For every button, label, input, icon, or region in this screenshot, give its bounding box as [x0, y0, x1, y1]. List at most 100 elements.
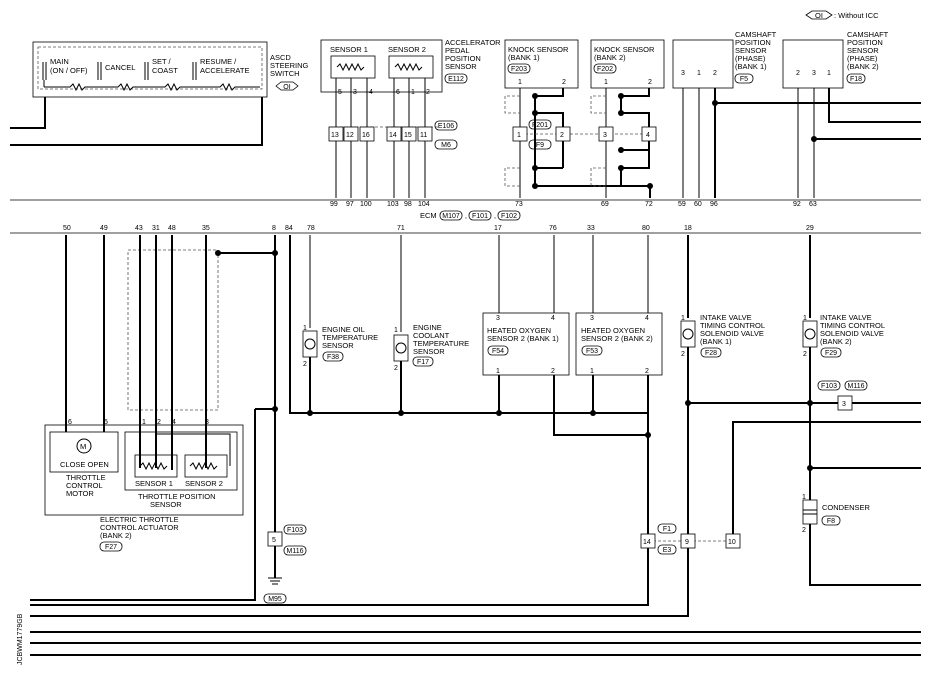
svg-text:F29: F29 — [825, 350, 837, 357]
svg-text:INTAKE VALVE: INTAKE VALVE — [820, 313, 872, 322]
svg-text:103: 103 — [387, 201, 399, 208]
svg-text:1: 1 — [303, 325, 307, 332]
switch-resume-accelerate: RESUME / ACCELERATE — [192, 57, 249, 80]
camshaft-wiring — [682, 88, 921, 198]
svg-text:F203: F203 — [511, 66, 527, 73]
svg-text:35: 35 — [202, 225, 210, 232]
svg-text:5: 5 — [104, 419, 108, 426]
svg-text:4: 4 — [646, 132, 650, 139]
svg-text:8: 8 — [272, 225, 276, 232]
svg-text:2: 2 — [713, 70, 717, 77]
svg-text:14: 14 — [643, 539, 651, 546]
svg-text:RESUME /: RESUME / — [200, 57, 237, 66]
svg-text:3: 3 — [496, 315, 500, 322]
ascd-steering-switch: MAIN (ON / OFF) CANCEL SET / COAST RESUM… — [32, 41, 309, 98]
svg-text:29: 29 — [806, 225, 814, 232]
svg-text:2: 2 — [562, 79, 566, 86]
svg-text:(BANK 2): (BANK 2) — [820, 337, 852, 346]
svg-text:SENSOR 2: SENSOR 2 — [185, 479, 223, 488]
svg-text:F103: F103 — [287, 527, 303, 534]
svg-text:M95: M95 — [268, 596, 282, 603]
svg-text:17: 17 — [494, 225, 502, 232]
svg-text:TEMPERATURE: TEMPERATURE — [322, 333, 378, 342]
svg-text:2: 2 — [803, 351, 807, 358]
svg-text:THROTTLE POSITION: THROTTLE POSITION — [138, 492, 216, 501]
svg-text:OI: OI — [283, 84, 290, 91]
svg-text:M116: M116 — [848, 383, 865, 390]
svg-text:E106: E106 — [438, 123, 454, 130]
svg-text:CLOSE OPEN: CLOSE OPEN — [60, 460, 109, 469]
camshaft-sensor-bank2: 2 3 1 CAMSHAFT POSITION SENSOR (PHASE) (… — [782, 30, 889, 89]
ecm-top-pins: 99 97 100 103 98 104 73 69 72 59 60 96 9… — [330, 201, 817, 208]
svg-text:43: 43 — [135, 225, 143, 232]
svg-text:2: 2 — [681, 351, 685, 358]
svg-text:1: 1 — [142, 419, 146, 426]
svg-text:60: 60 — [694, 201, 702, 208]
svg-text:1: 1 — [517, 132, 521, 139]
svg-text:ENGINE: ENGINE — [413, 323, 442, 332]
svg-text:(PHASE): (PHASE) — [735, 54, 766, 63]
svg-text:4: 4 — [172, 419, 176, 426]
solenoid-icon — [804, 328, 816, 340]
svg-text:(BANK 1): (BANK 1) — [735, 62, 767, 71]
svg-text:104: 104 — [418, 201, 430, 208]
svg-text:(BANK 1): (BANK 1) — [508, 53, 540, 62]
svg-text:5: 5 — [272, 537, 276, 544]
svg-text:18: 18 — [684, 225, 692, 232]
svg-text:69: 69 — [601, 201, 609, 208]
switch-cancel: CANCEL — [97, 62, 135, 80]
engine-oil-temperature-sensor: 1 2 ENGINE OIL TEMPERATURE SENSOR F38 — [302, 235, 378, 416]
svg-text:3: 3 — [842, 401, 846, 408]
svg-text:2: 2 — [645, 368, 649, 375]
svg-text:(BANK 2): (BANK 2) — [594, 53, 626, 62]
accelerator-pedal-position-sensor: SENSOR 1 SENSOR 2 5 3 4 6 1 2 ACCELERATO… — [320, 38, 501, 96]
engine-coolant-temperature-sensor: 1 2 ENGINE COOLANT TEMPERATURE SENSOR F1… — [393, 235, 469, 416]
svg-text:F101: F101 — [472, 213, 488, 220]
svg-text:F1: F1 — [663, 526, 671, 533]
svg-text:ASCD: ASCD — [270, 53, 291, 62]
svg-text:2: 2 — [157, 419, 161, 426]
svg-text:(BANK 1): (BANK 1) — [700, 337, 732, 346]
svg-text:E112: E112 — [448, 76, 464, 83]
svg-text:F28: F28 — [705, 350, 717, 357]
svg-text:(ON / OFF): (ON / OFF) — [50, 66, 88, 75]
svg-text:COOLANT: COOLANT — [413, 331, 450, 340]
camshaft-sensor-bank1: 3 1 2 CAMSHAFT POSITION SENSOR (PHASE) (… — [672, 30, 777, 89]
svg-text:84: 84 — [285, 225, 293, 232]
svg-text:1: 1 — [802, 494, 806, 501]
svg-text:F27: F27 — [105, 544, 117, 551]
svg-text:F18: F18 — [850, 76, 862, 83]
svg-text:SOLENOID VALVE: SOLENOID VALVE — [820, 329, 884, 338]
ecm-label: ECM M107 , F101 , F102 — [420, 210, 521, 221]
svg-text:2: 2 — [394, 365, 398, 372]
svg-text:5: 5 — [338, 89, 342, 96]
svg-text:99: 99 — [330, 201, 338, 208]
legend-text: : Without ICC — [834, 11, 879, 20]
joint-connector-bottom: 14 9 10 F1 E3 — [30, 421, 921, 617]
svg-text:13: 13 — [331, 132, 339, 139]
svg-text:92: 92 — [793, 201, 801, 208]
svg-text:3: 3 — [353, 89, 357, 96]
svg-text:1: 1 — [681, 315, 685, 322]
svg-text:2: 2 — [560, 132, 564, 139]
svg-text:CAMSHAFT: CAMSHAFT — [735, 30, 777, 39]
svg-text:KNOCK SENSOR: KNOCK SENSOR — [594, 45, 655, 54]
svg-text:MOTOR: MOTOR — [66, 489, 94, 498]
svg-text:96: 96 — [710, 201, 718, 208]
svg-text:TIMING CONTROL: TIMING CONTROL — [700, 321, 765, 330]
svg-text:M: M — [80, 442, 86, 451]
svg-text:CONTROL ACTUATOR: CONTROL ACTUATOR — [100, 523, 179, 532]
svg-text:THROTTLE: THROTTLE — [66, 473, 106, 482]
svg-text:97: 97 — [346, 201, 354, 208]
svg-text:11: 11 — [420, 132, 427, 139]
svg-text:STEERING: STEERING — [270, 61, 309, 70]
svg-text:48: 48 — [168, 225, 176, 232]
svg-text:CANCEL: CANCEL — [105, 63, 135, 72]
svg-text:SENSOR: SENSOR — [735, 46, 767, 55]
svg-text:33: 33 — [587, 225, 595, 232]
svg-text:TIMING CONTROL: TIMING CONTROL — [820, 321, 885, 330]
svg-text:ACCELERATE: ACCELERATE — [200, 66, 249, 75]
svg-text:POSITION: POSITION — [735, 38, 771, 47]
svg-text:1: 1 — [604, 79, 608, 86]
svg-text:M107: M107 — [442, 213, 460, 220]
